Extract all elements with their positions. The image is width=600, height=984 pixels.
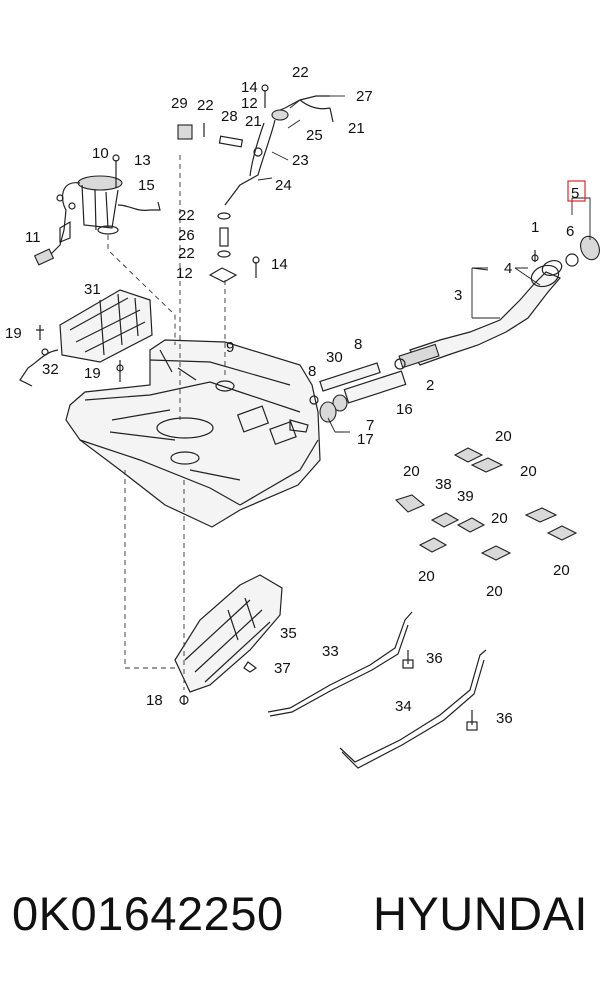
- fuel-system-parts-diagram: 1 2 3 4 5 6 7 8 8 9 10 11 12 12 13 14 14…: [5, 64, 600, 769]
- callout-8b: 8: [354, 336, 362, 353]
- callout-36b: 36: [496, 710, 513, 727]
- callout-21b: 21: [348, 120, 365, 137]
- callout-21a: 21: [245, 113, 262, 130]
- callout-14a: 14: [241, 79, 258, 96]
- brand-name: HYUNDAI: [372, 886, 588, 940]
- callout-22d: 22: [178, 245, 195, 262]
- callout-17: 17: [357, 431, 374, 448]
- vent-hose-assembly: [177, 84, 334, 283]
- callout-37: 37: [274, 660, 291, 677]
- callout-30: 30: [326, 349, 343, 366]
- callout-10: 10: [92, 145, 109, 162]
- callout-25: 25: [306, 127, 323, 144]
- tank-straps: [267, 611, 487, 769]
- callout-12a: 12: [241, 95, 258, 112]
- callout-28: 28: [221, 108, 238, 125]
- callout-20a: 20: [495, 428, 512, 445]
- canister: [19, 289, 153, 387]
- callout-18: 18: [146, 692, 163, 709]
- fuel-tank: [65, 339, 321, 528]
- callout-19b: 19: [84, 365, 101, 382]
- callout-4: 4: [504, 260, 512, 277]
- callout-24: 24: [275, 177, 292, 194]
- filler-neck: [309, 235, 600, 423]
- pads: [394, 447, 578, 561]
- callout-11: 11: [25, 229, 41, 246]
- callout-20b: 20: [520, 463, 537, 480]
- callout-15: 15: [138, 177, 155, 194]
- part-number: 0K01642250: [12, 886, 284, 940]
- callout-22c: 22: [178, 207, 195, 224]
- callout-3: 3: [454, 287, 462, 304]
- callout-14b: 14: [271, 256, 288, 273]
- callout-34: 34: [395, 698, 412, 715]
- callout-36a: 36: [426, 650, 443, 667]
- callout-33: 33: [322, 643, 339, 660]
- callout-22b: 22: [197, 97, 214, 114]
- callout-27: 27: [356, 88, 373, 105]
- callout-8a: 8: [308, 363, 316, 380]
- callout-1: 1: [531, 219, 539, 236]
- callout-labels: 1 2 3 4 5 6 7 8 8 9 10 11 12 12 13 14 14…: [5, 64, 579, 727]
- callout-22a: 22: [292, 64, 309, 81]
- caption-bar: 0K01642250 HYUNDAI: [0, 878, 600, 948]
- callout-12b: 12: [176, 265, 193, 282]
- callout-32: 32: [42, 361, 59, 378]
- callout-39: 39: [457, 488, 474, 505]
- callout-26: 26: [178, 227, 195, 244]
- callout-19a: 19: [5, 325, 22, 342]
- callout-29: 29: [171, 95, 188, 112]
- callout-23: 23: [292, 152, 309, 169]
- callout-38: 38: [435, 476, 452, 493]
- callout-20g: 20: [553, 562, 570, 579]
- callout-16: 16: [396, 401, 413, 418]
- fuel-pump-module: [33, 154, 161, 266]
- heat-shield: [174, 574, 283, 705]
- callout-13: 13: [134, 152, 151, 169]
- callout-2: 2: [426, 377, 434, 394]
- callout-35: 35: [280, 625, 297, 642]
- callout-6: 6: [566, 223, 574, 240]
- callout-20c: 20: [403, 463, 420, 480]
- callout-20e: 20: [418, 568, 435, 585]
- callout-9: 9: [226, 339, 234, 356]
- callout-7: 7: [366, 417, 374, 434]
- callout-20d: 20: [491, 510, 508, 527]
- callout-20f: 20: [486, 583, 503, 600]
- callout-31: 31: [84, 281, 101, 298]
- callout-5: 5: [571, 185, 579, 202]
- dashed-connection-lines: [107, 155, 226, 690]
- highlighted-part-marker: [567, 180, 586, 202]
